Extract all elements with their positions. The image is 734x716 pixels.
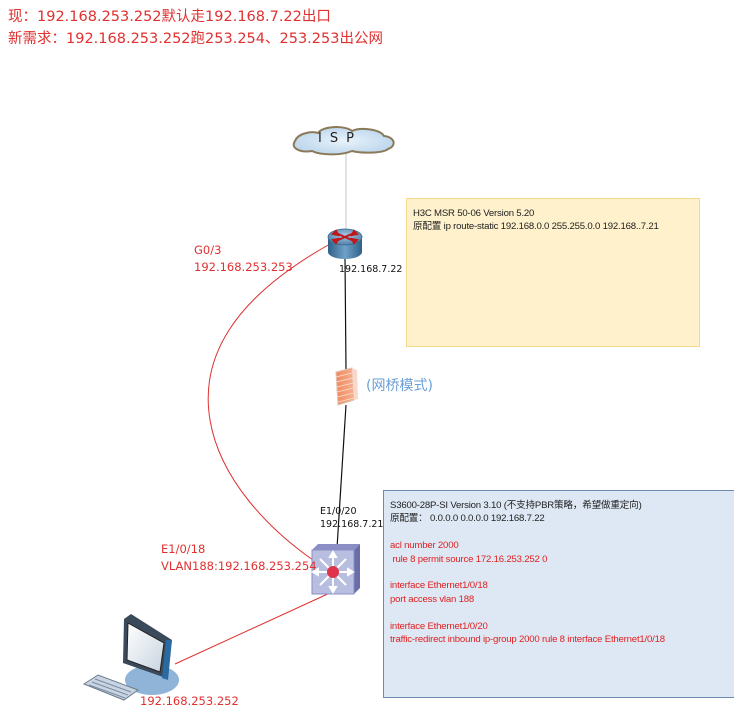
interface-20-line-2: traffic-redirect inbound ip-group 2000 r… bbox=[390, 634, 665, 646]
router-config-note: H3C MSR 50-06 Version 5.20 原配置 ip route-… bbox=[406, 198, 700, 347]
switch-model-line: S3600-28P-SI Version 3.10 (不支持PBR策略，希望做重… bbox=[390, 500, 642, 511]
interface-18-line-1: interface Ethernet1/0/18 bbox=[390, 580, 488, 592]
link-switch-pc bbox=[174, 591, 333, 665]
router-ip-label: 192.168.7.22 bbox=[339, 264, 403, 275]
switch-access-vlan-label: VLAN188:192.168.253.254 bbox=[161, 559, 317, 573]
acl-line-1: acl number 2000 bbox=[390, 540, 459, 552]
firewall-mode-label: (网桥模式) bbox=[366, 378, 433, 394]
switch-access-port-label: E1/0/18 bbox=[161, 542, 206, 556]
router-icon bbox=[327, 228, 363, 259]
firewall-icon bbox=[335, 367, 358, 406]
current-state-text: 现：192.168.253.252默认走192.168.7.22出口 bbox=[8, 9, 331, 25]
router-model-line: H3C MSR 50-06 Version 5.20 bbox=[413, 208, 535, 219]
router-port-ip-label: 192.168.253.253 bbox=[194, 260, 293, 274]
link-firewall-switch bbox=[336, 404, 347, 549]
link-router-switch-red bbox=[207, 243, 331, 561]
desktop-pc-icon bbox=[82, 614, 179, 701]
interface-20-line-1: interface Ethernet1/0/20 bbox=[390, 620, 488, 632]
new-requirement-text: 新需求：192.168.253.252跑253.254、253.253出公网 bbox=[8, 31, 383, 47]
switch-uplink-ip-label: 192.168.7.21 bbox=[320, 519, 384, 530]
interface-18-line-2: port access vlan 188 bbox=[390, 593, 474, 605]
router-port-label: G0/3 bbox=[194, 243, 222, 257]
link-router-firewall bbox=[344, 257, 347, 371]
cloud-icon bbox=[292, 126, 395, 156]
layer3-switch-icon bbox=[311, 544, 360, 595]
router-original-config-line: 原配置 ip route-static 192.168.0.0 255.255.… bbox=[413, 221, 659, 233]
switch-uplink-port-label: E1/0/20 bbox=[320, 506, 357, 517]
keyboard-icon bbox=[82, 674, 140, 701]
acl-line-2: rule 8 permit source 172.16.253.252 0 bbox=[390, 553, 548, 565]
switch-config-note: S3600-28P-SI Version 3.10 (不支持PBR策略，希望做重… bbox=[383, 490, 734, 698]
pc-ip-label: 192.168.253.252 bbox=[140, 694, 239, 708]
switch-original-config-line: 原配置： 0.0.0.0 0.0.0.0 192.168.7.22 bbox=[390, 513, 545, 525]
isp-label: ISP bbox=[318, 131, 362, 146]
